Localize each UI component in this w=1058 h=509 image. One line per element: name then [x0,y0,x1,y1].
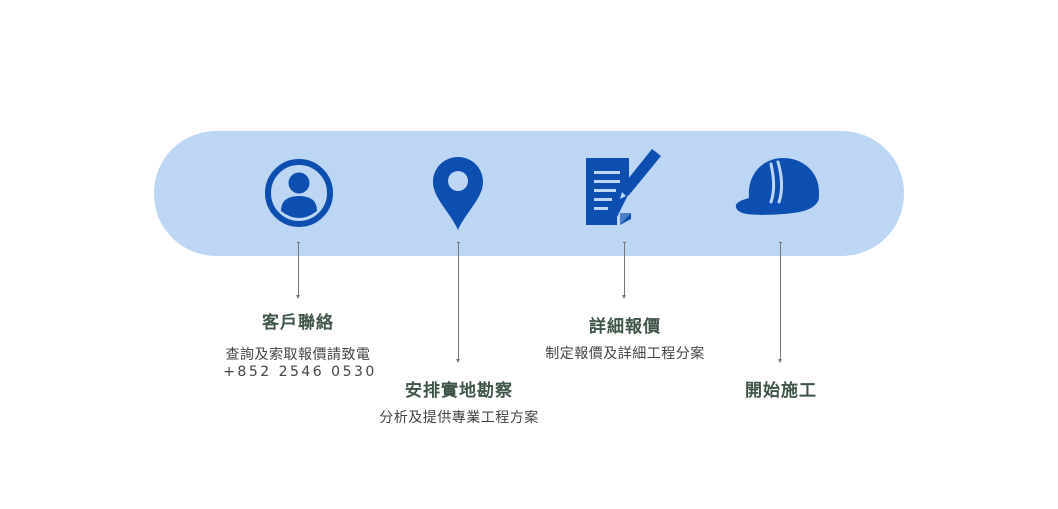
step-1-phone: +852 2546 0530 [223,364,377,380]
document-pen-icon [586,149,661,225]
step-2-title: 安排實地勘察 [405,381,513,401]
step-3-connector [622,242,626,299]
step-3-description: 制定報價及詳細工程分案 [545,346,705,362]
step-4-title: 開始施工 [745,381,817,401]
step-1-description: 查詢及索取報價請致電 [225,347,371,363]
hard-hat-icon [735,158,819,215]
step-2-connector [456,242,460,363]
step-2-description: 分析及提供專業工程方案 [379,410,539,426]
step-3-title: 詳細報價 [589,317,661,337]
step-4-connector [778,242,782,363]
map-pin-icon [433,157,483,230]
user-circle-icon [265,159,333,227]
step-1-connector [296,242,300,299]
step-1-title: 客戶聯絡 [262,313,334,333]
